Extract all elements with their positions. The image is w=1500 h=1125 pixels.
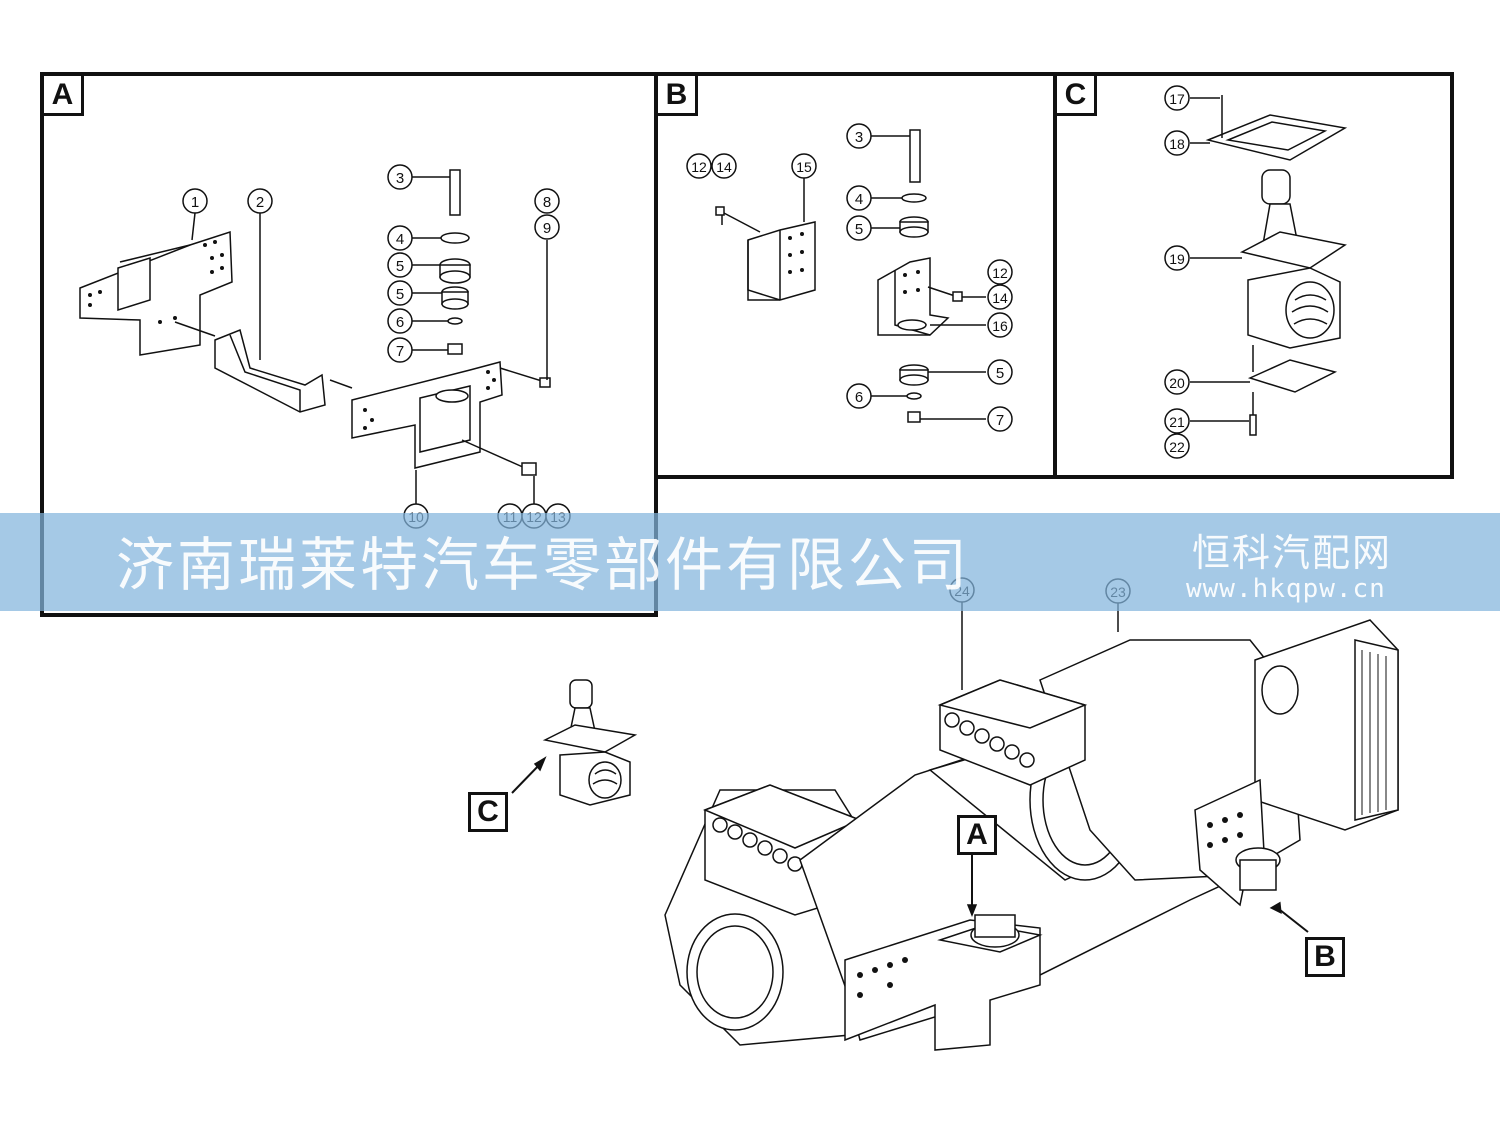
part-callout: 14 (987, 284, 1013, 310)
svg-text:14: 14 (716, 159, 732, 175)
assembly-callout-c: C (468, 792, 508, 832)
svg-text:8: 8 (543, 194, 551, 211)
part-callout: 12 (686, 153, 712, 179)
part-callout: 14 (711, 153, 737, 179)
part-callout: 4 (846, 185, 872, 211)
part-callout: 4 (387, 225, 413, 251)
part-callout: 9 (534, 214, 560, 240)
svg-text:7: 7 (996, 412, 1004, 429)
assembly-callout-b: B (1305, 937, 1345, 977)
watermark-band (0, 513, 1500, 611)
part-callout: 21 (1164, 408, 1190, 434)
part-callout: 12 (987, 259, 1013, 285)
svg-text:17: 17 (1169, 91, 1185, 107)
svg-text:5: 5 (396, 286, 404, 303)
svg-text:4: 4 (855, 191, 863, 208)
svg-text:20: 20 (1169, 375, 1185, 391)
part-callout: 18 (1164, 130, 1190, 156)
transmission-assembly (511, 602, 1399, 1051)
panel-c-label: C (1057, 76, 1097, 116)
svg-text:5: 5 (855, 221, 863, 238)
panel-b-label: B (658, 76, 698, 116)
svg-text:16: 16 (992, 318, 1008, 334)
part-callout: 20 (1164, 369, 1190, 395)
part-callout: 7 (387, 337, 413, 363)
watermark-company: 济南瑞莱特汽车零部件有限公司 (116, 531, 971, 599)
part-callout: 7 (987, 406, 1013, 432)
svg-text:4: 4 (396, 231, 404, 248)
part-callout: 3 (846, 123, 872, 149)
part-callout: 3 (387, 164, 413, 190)
svg-text:1: 1 (191, 194, 199, 211)
svg-text:5: 5 (396, 258, 404, 275)
part-callout: 6 (846, 383, 872, 409)
part-callout: 6 (387, 308, 413, 334)
svg-text:15: 15 (796, 159, 812, 175)
part-callout: 8 (534, 188, 560, 214)
svg-text:19: 19 (1169, 251, 1185, 267)
part-callout: 17 (1164, 85, 1190, 111)
svg-text:3: 3 (396, 170, 404, 187)
part-callout: 22 (1164, 433, 1190, 459)
watermark-url: www.hkqpw.cn (1186, 574, 1386, 604)
part-callout: 5 (846, 215, 872, 241)
part-callout: 2 (247, 188, 273, 214)
panel-a-label: A (44, 76, 84, 116)
part-callout: 15 (791, 153, 817, 179)
svg-text:6: 6 (396, 314, 404, 331)
panel-a-drawing (79, 169, 551, 505)
part-callout: 19 (1164, 245, 1190, 271)
assembly-callout-a: A (957, 815, 997, 855)
svg-text:22: 22 (1169, 439, 1185, 455)
watermark-site: 恒科汽配网 (1192, 531, 1393, 575)
panel-c-drawing (1190, 95, 1348, 436)
part-callout: 1 (182, 188, 208, 214)
panel-b-drawing (715, 129, 986, 423)
svg-text:12: 12 (992, 265, 1008, 281)
svg-text:3: 3 (855, 129, 863, 146)
part-callout: 16 (987, 312, 1013, 338)
shifter-detail (542, 679, 638, 806)
svg-text:21: 21 (1169, 414, 1185, 430)
svg-text:9: 9 (543, 220, 551, 237)
svg-text:7: 7 (396, 343, 404, 360)
svg-text:5: 5 (996, 365, 1004, 382)
svg-text:18: 18 (1169, 136, 1185, 152)
part-callout: 5 (387, 280, 413, 306)
part-callout: 5 (987, 359, 1013, 385)
svg-text:6: 6 (855, 389, 863, 406)
svg-text:12: 12 (691, 159, 707, 175)
part-callout: 5 (387, 252, 413, 278)
svg-text:14: 14 (992, 290, 1008, 306)
svg-text:2: 2 (256, 194, 264, 211)
